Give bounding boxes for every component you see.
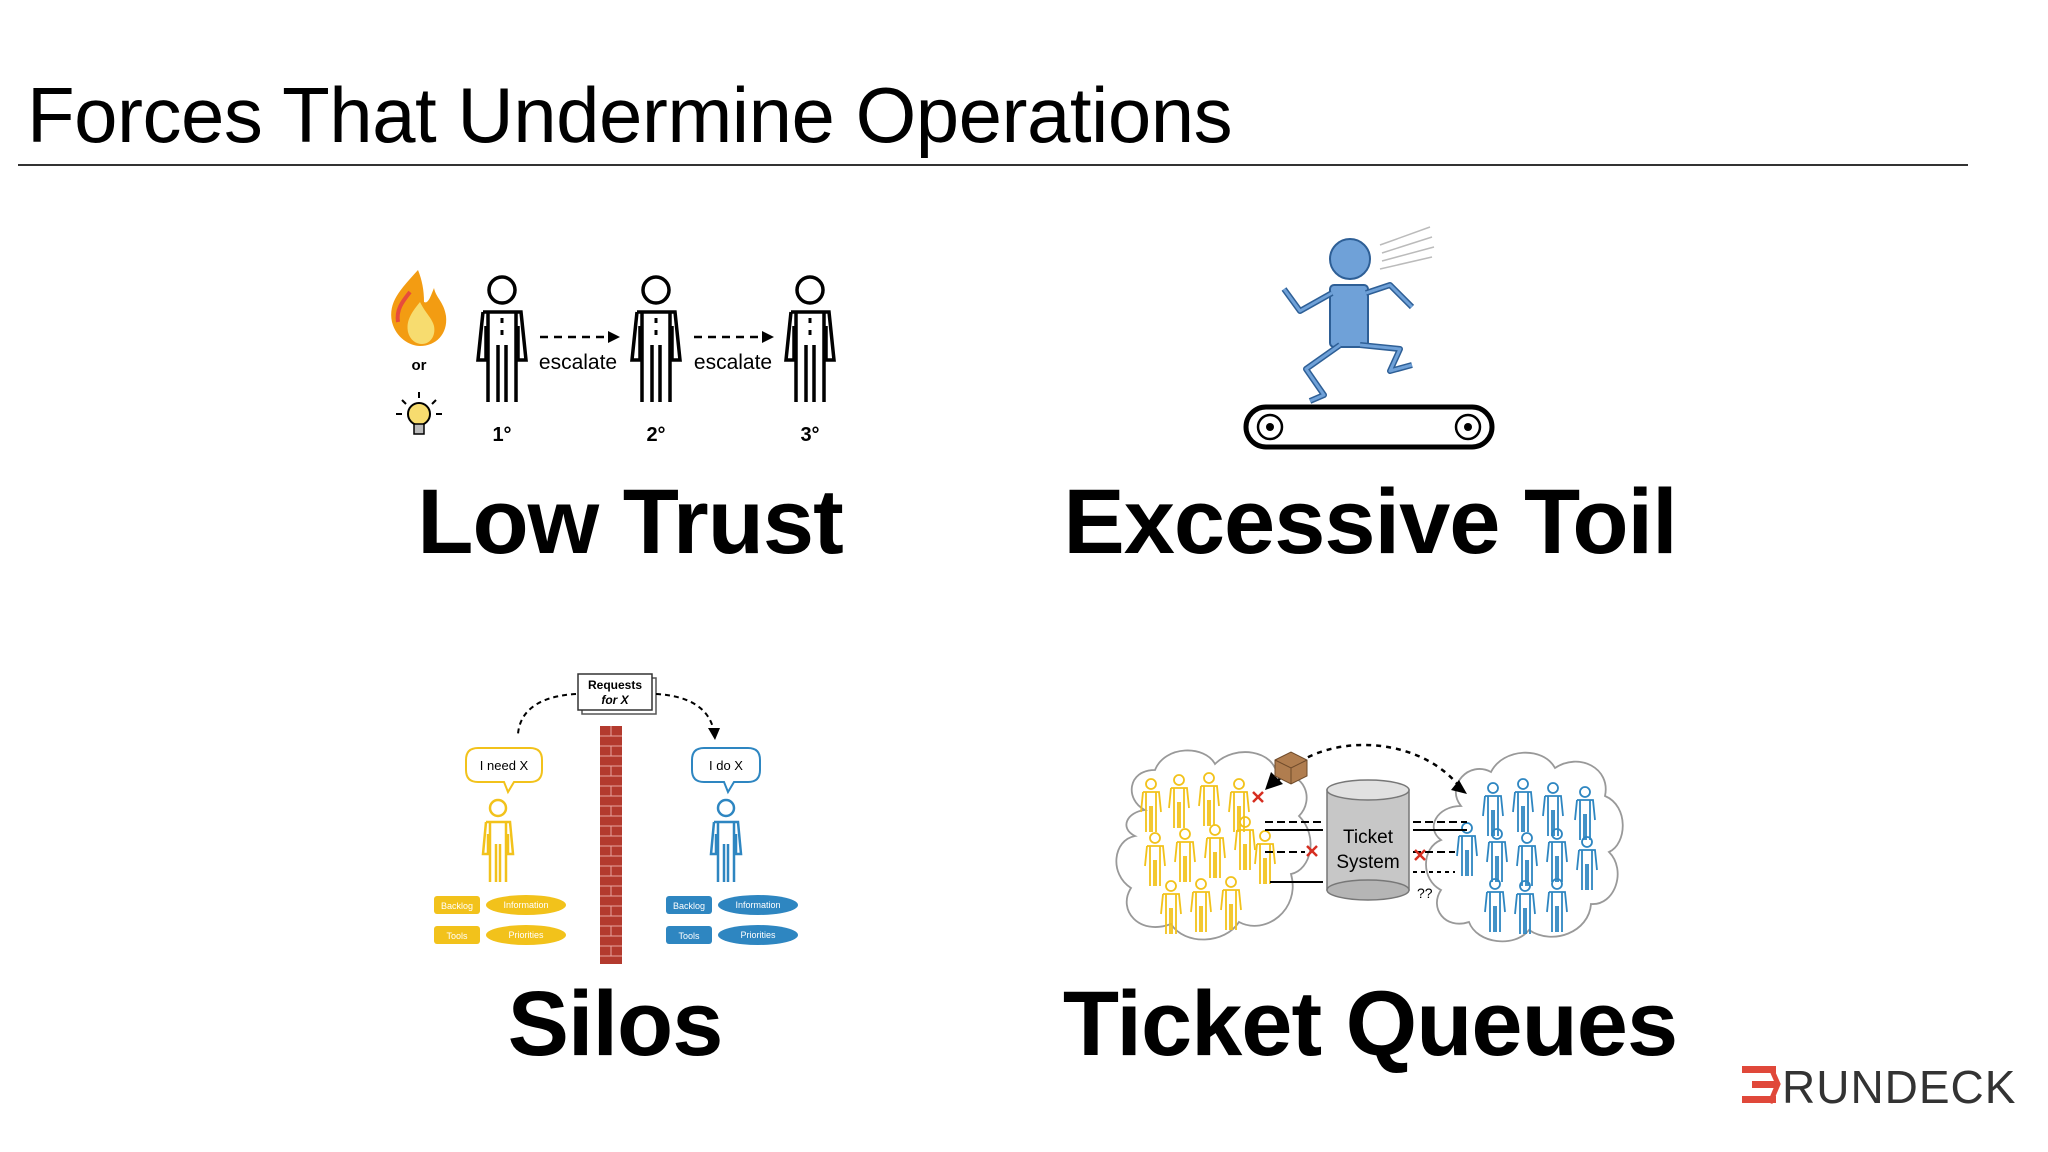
- right-stacks: [666, 895, 798, 945]
- ticket-system-cylinder-icon: [1326, 779, 1410, 901]
- cloud-right-icon: [1425, 751, 1624, 943]
- x-marks-icon: [1252, 791, 1426, 861]
- tier-2-label: 2°: [646, 424, 665, 446]
- arc-arrowhead-left-icon: [1265, 772, 1283, 790]
- slide-title: Forces That Undermine Operations: [27, 71, 1233, 159]
- speech-bubble-left-icon: [465, 747, 543, 795]
- excessive-toil-label: Excessive Toil: [1063, 471, 1677, 573]
- request-arc-left-icon: [517, 693, 577, 735]
- requests-line-2: for X: [601, 693, 629, 707]
- cloud-left-icon: [1115, 749, 1312, 941]
- left-stack-information: Information: [503, 900, 548, 910]
- ticket-system-line-1: Ticket: [1343, 827, 1394, 848]
- brick-wall-icon: [600, 726, 622, 964]
- right-stack-backlog: Backlog: [673, 901, 705, 911]
- question-marks: ??: [1417, 885, 1433, 901]
- left-stack-priorities: Priorities: [508, 930, 544, 940]
- runner-icon: [1281, 238, 1415, 404]
- lightbulb-icon: [396, 392, 442, 435]
- speech-bubble-right-icon: [691, 747, 761, 795]
- requests-line-1: Requests: [588, 678, 642, 692]
- title-divider: [18, 164, 1968, 166]
- speed-lines-icon: [1379, 226, 1435, 270]
- treadmill-icon: [1243, 404, 1495, 450]
- person-tier-1-icon: [476, 275, 528, 404]
- person-tier-3-icon: [784, 275, 836, 404]
- arc-arrowhead-icon: [708, 728, 720, 740]
- tier-1-label: 1°: [492, 424, 511, 446]
- bubble-left-text: I need X: [480, 758, 529, 773]
- silo-person-right-icon: [709, 798, 743, 884]
- left-stack-backlog: Backlog: [441, 901, 473, 911]
- fire-icon: [391, 270, 447, 346]
- rundeck-logo: RUNDECK: [1742, 1060, 2015, 1113]
- escalate-arrow-1-icon: [540, 331, 620, 343]
- or-label: or: [412, 357, 427, 374]
- right-stack-priorities: Priorities: [740, 930, 776, 940]
- package-icon: [1274, 751, 1308, 785]
- bubble-right-text: I do X: [709, 758, 743, 773]
- request-arc-right-icon: [655, 693, 715, 733]
- treadmill-runner-illustration: [1243, 226, 1495, 450]
- left-stack-tools: Tools: [446, 931, 468, 941]
- low-trust-illustration: or escalate escalate 1° 2° 3°: [391, 270, 836, 446]
- flow-arrows-icon: [1265, 821, 1467, 883]
- silos-label: Silos: [507, 973, 724, 1075]
- requests-card-icon: [577, 673, 657, 715]
- silo-person-left-icon: [481, 798, 515, 884]
- person-tier-2-icon: [630, 275, 682, 404]
- right-stack-tools: Tools: [678, 931, 700, 941]
- left-stacks: [434, 895, 566, 945]
- escalate-arrow-2-icon: [694, 331, 774, 343]
- rundeck-logo-mark-icon: [1742, 1066, 1781, 1104]
- tier-3-label: 3°: [800, 424, 819, 446]
- escalate-label-1: escalate: [539, 351, 617, 374]
- arc-arrowhead-right-icon: [1451, 780, 1467, 794]
- ticket-queues-label: Ticket Queues: [1062, 973, 1678, 1075]
- rundeck-logo-text: RUNDECK: [1782, 1061, 2017, 1113]
- escalate-label-2: escalate: [694, 351, 772, 374]
- low-trust-label: Low Trust: [417, 471, 843, 573]
- ticket-queues-illustration: Ticket System ??: [1115, 743, 1624, 943]
- right-stack-information: Information: [735, 900, 780, 910]
- silos-illustration: Requests for X I need X I do X: [434, 673, 798, 964]
- ticket-system-line-2: System: [1336, 852, 1399, 873]
